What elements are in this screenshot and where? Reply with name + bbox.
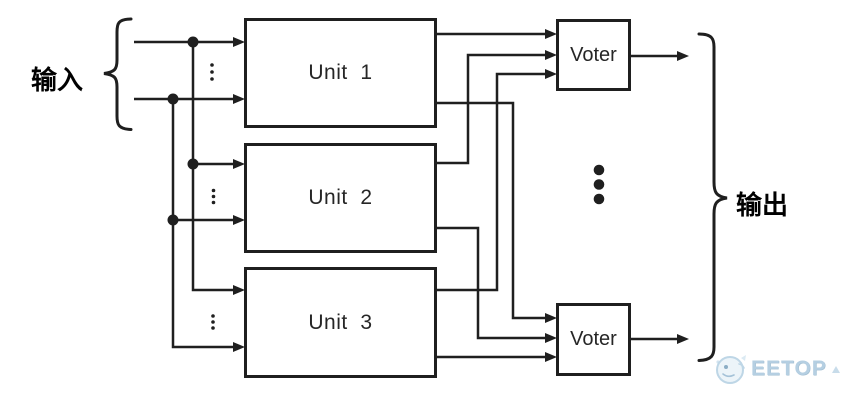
arrowhead-icons xyxy=(233,29,689,362)
input-brace-icon xyxy=(103,17,133,131)
voter-1-label: Voter xyxy=(570,43,617,66)
watermark-glyph-icon xyxy=(831,365,840,373)
output-wires xyxy=(437,32,677,359)
unit-1-box: Unit 1 xyxy=(244,18,437,128)
eetop-text: EETOP xyxy=(751,357,827,380)
voter-2-label: Voter xyxy=(570,328,617,350)
input-wires xyxy=(134,40,233,349)
voter-ellipsis-icon xyxy=(593,164,605,205)
input-label: 输入 xyxy=(31,65,84,95)
unit-3-box: Unit 3 xyxy=(244,267,437,378)
voter-2-box: Voter xyxy=(556,303,631,376)
whale-mascot-icon xyxy=(716,355,746,384)
output-brace-icon xyxy=(697,32,728,362)
input-ellipsis-icon xyxy=(210,63,216,330)
unit-3-label: Unit 3 xyxy=(308,310,373,334)
output-label: 输出 xyxy=(736,190,789,220)
voter-1-box: Voter xyxy=(556,19,631,91)
unit-2-box: Unit 2 xyxy=(244,143,437,253)
unit-2-label: Unit 2 xyxy=(308,186,373,209)
junction-dots xyxy=(167,36,199,226)
unit-1-label: Unit 1 xyxy=(308,61,373,84)
eetop-watermark: EETOP xyxy=(712,352,840,386)
